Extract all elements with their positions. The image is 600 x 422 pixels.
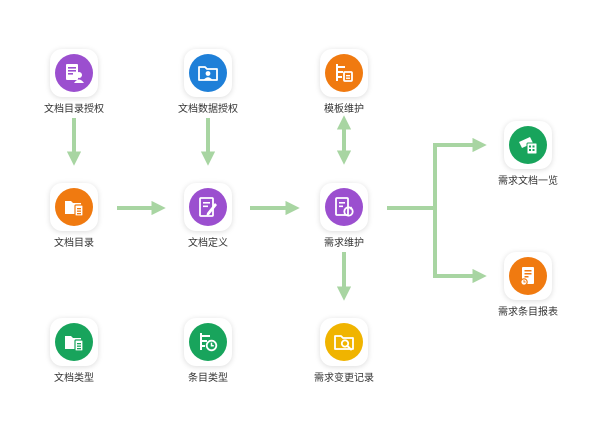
- node-doc-catalog[interactable]: 文档目录: [28, 183, 120, 267]
- template-list-icon: [325, 54, 363, 92]
- doc-definition-tile[interactable]: [184, 183, 232, 231]
- doc-catalog-auth-label: 文档目录授权: [44, 104, 104, 115]
- requirement-doc-overview-label: 需求文档一览: [498, 176, 558, 187]
- requirement-maintenance-label: 需求维护: [324, 238, 364, 249]
- item-clock-icon: [189, 323, 227, 361]
- node-template-maintenance[interactable]: 模板维护: [298, 49, 390, 133]
- doc-data-auth-tile[interactable]: [184, 49, 232, 97]
- requirement-item-report-label: 需求条目报表: [498, 307, 558, 318]
- report-icon: [509, 257, 547, 295]
- folder-search-icon: [325, 323, 363, 361]
- template-maintenance-label: 模板维护: [324, 104, 364, 115]
- template-maintenance-tile[interactable]: [320, 49, 368, 97]
- node-item-type[interactable]: 条目类型: [162, 318, 254, 402]
- node-doc-data-auth[interactable]: 文档数据授权: [162, 49, 254, 133]
- node-requirement-doc-overview[interactable]: 需求文档一览: [482, 121, 574, 205]
- node-requirement-item-report[interactable]: 需求条目报表: [482, 252, 574, 336]
- node-requirement-change-log[interactable]: 需求变更记录: [298, 318, 390, 402]
- requirement-maintenance-tile[interactable]: [320, 183, 368, 231]
- doc-type-label: 文档类型: [54, 373, 94, 384]
- document-refresh-icon: [325, 188, 363, 226]
- folder-list-icon: [55, 188, 93, 226]
- requirement-doc-overview-tile[interactable]: [504, 121, 552, 169]
- folder-user-icon: [189, 54, 227, 92]
- doc-catalog-tile[interactable]: [50, 183, 98, 231]
- node-requirement-maintenance[interactable]: 需求维护: [298, 183, 390, 267]
- requirement-change-log-tile[interactable]: [320, 318, 368, 366]
- node-doc-type[interactable]: 文档类型: [28, 318, 120, 402]
- folder-type-icon: [55, 323, 93, 361]
- doc-catalog-label: 文档目录: [54, 238, 94, 249]
- doc-catalog-auth-tile[interactable]: [50, 49, 98, 97]
- doc-definition-label: 文档定义: [188, 238, 228, 249]
- catalog-user-icon: [55, 54, 93, 92]
- document-edit-icon: [189, 188, 227, 226]
- doc-type-tile[interactable]: [50, 318, 98, 366]
- doc-data-auth-label: 文档数据授权: [178, 104, 238, 115]
- item-type-tile[interactable]: [184, 318, 232, 366]
- node-doc-definition[interactable]: 文档定义: [162, 183, 254, 267]
- document-grid-icon: [509, 126, 547, 164]
- item-type-label: 条目类型: [188, 373, 228, 384]
- arrow-branch-to-overview: [433, 137, 487, 208]
- requirement-item-report-tile[interactable]: [504, 252, 552, 300]
- requirement-change-log-label: 需求变更记录: [314, 373, 374, 384]
- arrow-branch-to-report: [433, 208, 487, 284]
- node-doc-catalog-auth[interactable]: 文档目录授权: [28, 49, 120, 133]
